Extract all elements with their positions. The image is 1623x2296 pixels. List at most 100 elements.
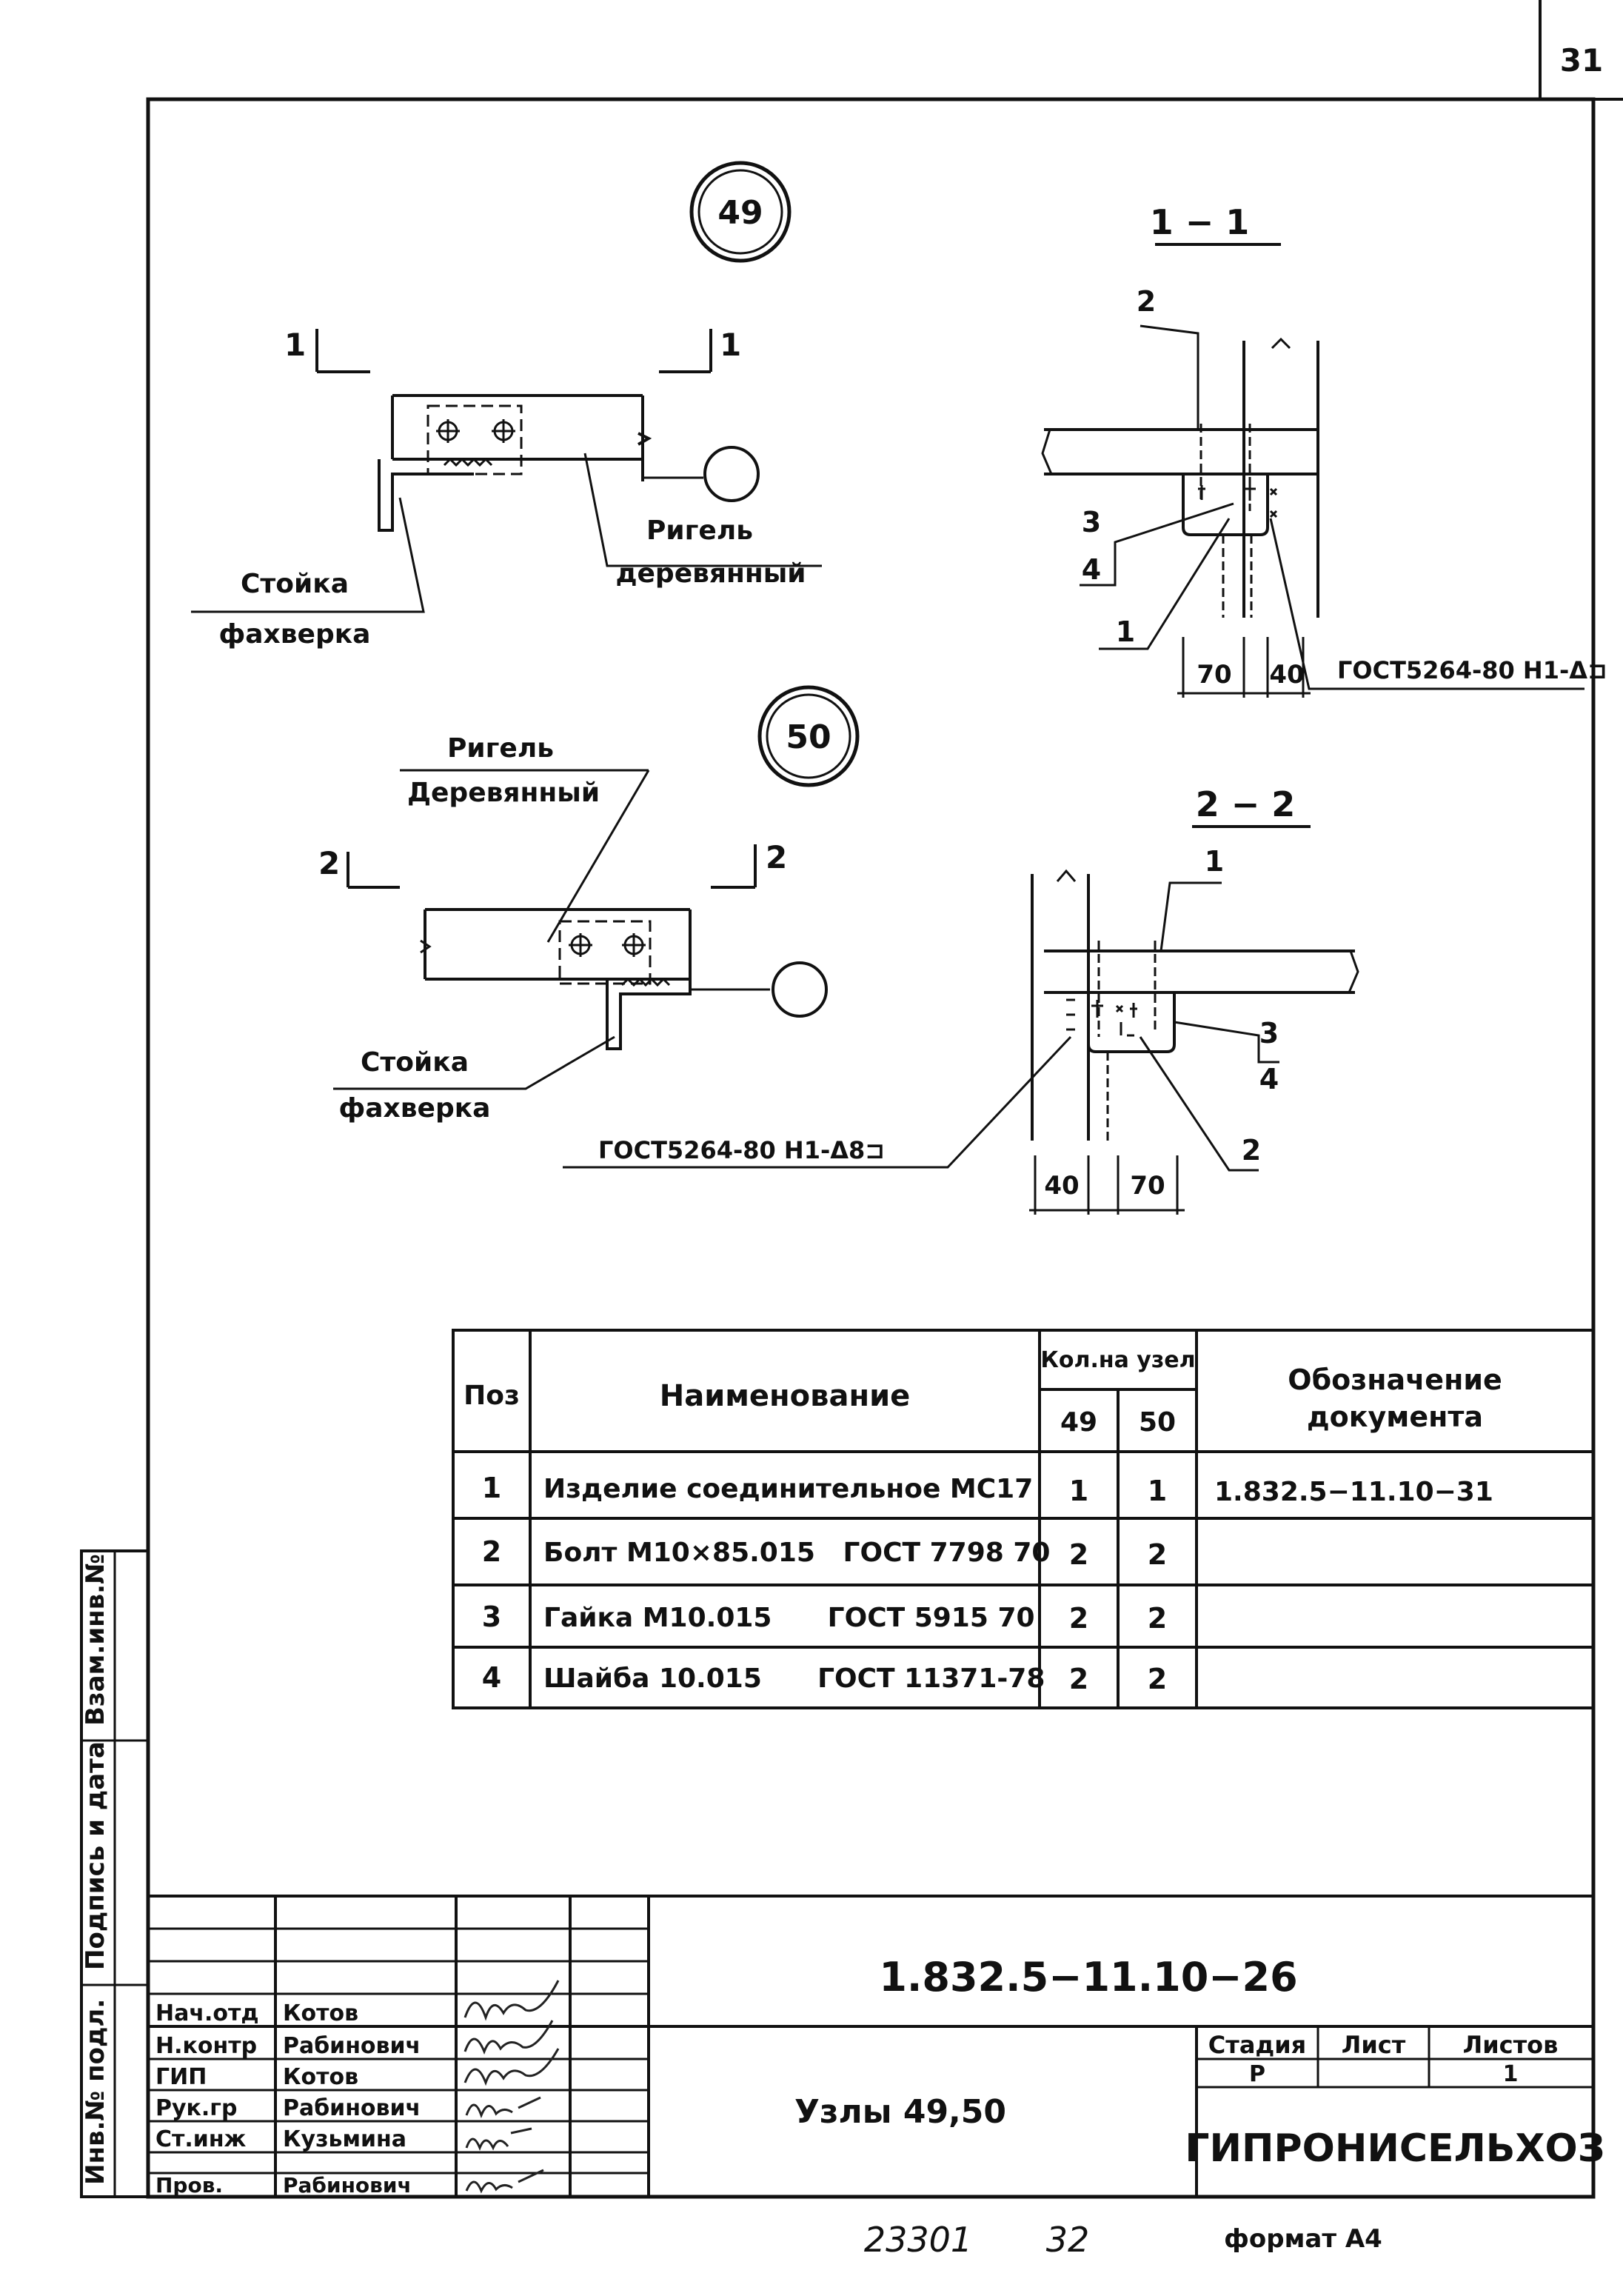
section-1-callout-3: 3 <box>1082 506 1101 538</box>
stage-value: Р <box>1249 2061 1265 2087</box>
spec-row-2: 2 Болт М10×85.015 ГОСТ 7798 70 2 2 <box>482 1535 1167 1571</box>
section-1-title: 1 − 1 <box>1150 202 1250 242</box>
spec-row-q49: 2 <box>1069 1538 1088 1571</box>
spec-row-pos: 3 <box>482 1601 501 1633</box>
paper-format: формат А4 <box>1224 2224 1382 2254</box>
staff-role: Ст.инж <box>155 2126 247 2152</box>
side-stamp-vzam: Взам.инв.№ <box>81 1554 110 1726</box>
signature-rabinovich <box>464 2020 554 2055</box>
node-49-section-right: 1 <box>720 327 741 363</box>
signature-rabinovich <box>465 2096 541 2119</box>
section-2-2: 2 − 2 1 3 <box>563 784 1359 1215</box>
section-1-callout-4: 4 <box>1082 553 1101 586</box>
spec-row-1: 1 Изделие соединительное МС17 1 1 1.832.… <box>482 1472 1493 1507</box>
node-49-column-label-2: фахверка <box>219 619 371 650</box>
spec-table: Поз Наименование Кол.на узел 49 50 Обозн… <box>452 1329 1595 1709</box>
staff-name: Котов <box>283 2000 358 2026</box>
side-stamp-inv-podl: Инв.№ подл. <box>81 1999 110 2185</box>
staff-role: Н.контр <box>155 2033 257 2059</box>
node-50-beam-label-1: Ригель <box>447 733 554 764</box>
node-50-section-marks <box>347 844 757 889</box>
node-50-section-right: 2 <box>766 839 787 875</box>
node-49-beam-label-1: Ригель <box>646 515 753 546</box>
node-49-reference-circle <box>703 446 760 502</box>
spec-row-pos: 4 <box>482 1661 501 1694</box>
node-50-column-label-1: Стойка <box>361 1047 469 1078</box>
signature-rabinovich <box>465 2169 544 2194</box>
spec-row-3: 3 Гайка М10.015 ГОСТ 5915 70 2 2 <box>482 1601 1167 1635</box>
node-50-column-label-2: фахверка <box>339 1093 491 1124</box>
staff-role: Пров. <box>155 2173 223 2197</box>
spec-row-name: Гайка М10.015 ГОСТ 5915 70 <box>543 1603 1035 1633</box>
spec-row-4: 4 Шайба 10.015 ГОСТ 11371-78 2 2 <box>482 1661 1167 1695</box>
node-50-section-left: 2 <box>318 845 340 881</box>
spec-row-name: Болт М10×85.015 ГОСТ 7798 70 <box>543 1538 1050 1568</box>
spec-header-doc-2: документа <box>1307 1401 1483 1433</box>
section-1-callout-1: 1 <box>1116 615 1135 648</box>
stage-label: Стадия <box>1208 2031 1306 2059</box>
sheet-label: Лист <box>1342 2031 1406 2059</box>
staff-name: Рабинович <box>283 2095 421 2121</box>
signature-kotov <box>464 1980 560 2021</box>
signatures <box>464 1980 560 2194</box>
signature-kuzmina <box>465 2127 532 2151</box>
staff-role: ГИП <box>155 2064 207 2090</box>
node-50: 50 Ригель Деревянный 2 2 Сто <box>318 685 860 1124</box>
title-block: 1.832.5−11.10−26 Узлы 49,50 ГИПРОНИСЕЛЬХ… <box>148 1895 1605 2197</box>
node-50-circle <box>757 685 860 787</box>
staff-role: Нач.отд <box>155 2000 259 2026</box>
node-49-beam-label-2: деревянный <box>615 558 806 589</box>
section-1-callout-2: 2 <box>1137 285 1156 318</box>
spec-row-pos: 1 <box>482 1472 501 1504</box>
staff-name: Кузьмина <box>283 2126 406 2152</box>
spec-row-q50: 2 <box>1148 1602 1167 1635</box>
node-50-reference-circle <box>772 961 828 1018</box>
spec-header-qty: Кол.на узел <box>1040 1347 1195 1373</box>
page-number: 31 <box>1560 42 1603 79</box>
node-49-column-label-1: Стойка <box>241 569 349 599</box>
drawing-title: Узлы 49,50 <box>794 2093 1006 2131</box>
section-1-dim-b: 40 <box>1269 660 1304 690</box>
spec-row-name: Изделие соединительное МС17 <box>543 1474 1033 1504</box>
section-1-weld: ГОСТ5264-80 Н1-Δ⊐ <box>1337 656 1607 684</box>
spec-row-pos: 2 <box>482 1535 501 1568</box>
spec-row-q49: 2 <box>1069 1663 1088 1695</box>
section-2-geometry <box>1029 869 1359 1215</box>
node-50-beam-label-2: Деревянный <box>407 778 600 808</box>
sheets-value: 1 <box>1503 2061 1519 2087</box>
spec-header-name: Наименование <box>660 1379 911 1413</box>
drawing-code: 1.832.5−11.10−26 <box>879 1954 1297 2000</box>
spec-header-pos: Поз <box>464 1381 520 1411</box>
spec-row-q50: 2 <box>1148 1663 1167 1695</box>
sheets-label: Листов <box>1463 2031 1559 2059</box>
section-2-callout-2: 2 <box>1242 1134 1261 1167</box>
node-49-circle <box>689 161 792 263</box>
staff-name: Рабинович <box>283 2033 421 2059</box>
section-2-title: 2 − 2 <box>1196 784 1296 824</box>
side-stamp-podpis: Подпись и дата <box>81 1741 110 1970</box>
section-2-dim-a: 40 <box>1044 1171 1079 1201</box>
archive-number: 23301 <box>864 2220 972 2260</box>
node-49-section-marks <box>315 329 712 373</box>
section-1-1: 1 − 1 <box>1041 202 1607 698</box>
spec-row-name: Шайба 10.015 ГОСТ 11371-78 <box>543 1663 1045 1694</box>
spec-row-q49: 2 <box>1069 1602 1088 1635</box>
node-49-section-left: 1 <box>284 327 306 363</box>
spec-row-q50: 1 <box>1148 1475 1167 1507</box>
node-50-beam <box>420 908 770 1050</box>
archive-sheet-number: 32 <box>1046 2220 1090 2260</box>
section-2-dim-b: 70 <box>1130 1171 1165 1201</box>
spec-header-doc-1: Обозначение <box>1288 1364 1502 1396</box>
sheet-frame <box>80 0 1623 2199</box>
section-2-callout-3: 3 <box>1259 1017 1279 1049</box>
node-50-label: 50 <box>786 718 831 756</box>
signature-kotov <box>464 2048 560 2086</box>
staff-name: Котов <box>283 2064 358 2090</box>
spec-row-q49: 1 <box>1069 1475 1088 1507</box>
staff-role: Рук.гр <box>155 2095 237 2121</box>
staff-name: Рабинович <box>283 2173 412 2197</box>
spec-header-q49: 49 <box>1060 1407 1097 1438</box>
section-2-callout-1: 1 <box>1205 845 1224 878</box>
spec-row-doc: 1.832.5−11.10−31 <box>1214 1477 1493 1507</box>
